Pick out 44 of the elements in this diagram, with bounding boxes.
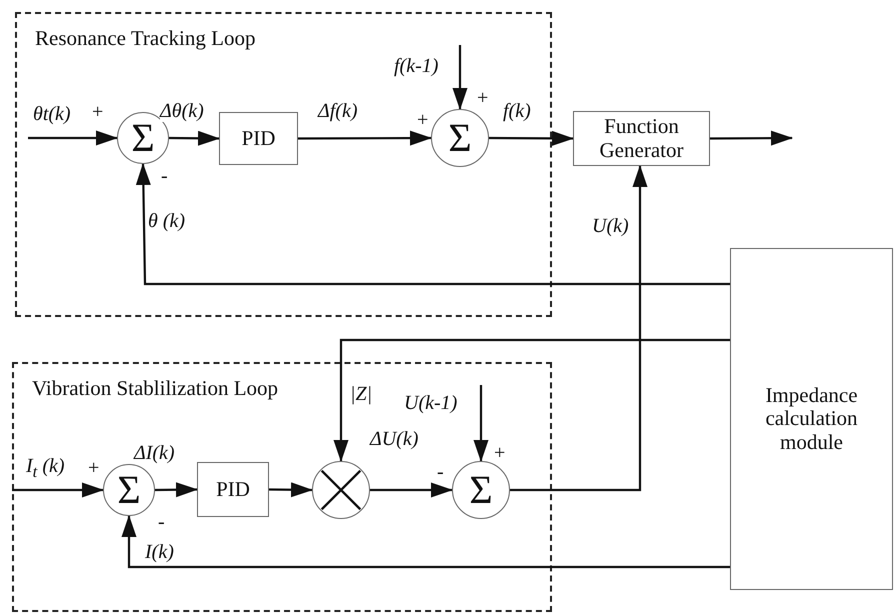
summing-junction: Σ — [431, 109, 489, 167]
signal-arrow — [268, 482, 313, 498]
process-block: Function Generator — [573, 111, 710, 166]
sign-label: - — [158, 512, 165, 532]
signal-label: f(k-1) — [394, 55, 438, 77]
signal-arrow — [452, 45, 468, 110]
summing-junction: Σ — [452, 461, 510, 519]
signal-arrow — [489, 130, 574, 146]
signal-label: |Z| — [350, 383, 372, 405]
sign-label: + — [417, 110, 428, 130]
signal-label: U(k) — [592, 215, 629, 237]
signal-label: θt(k) — [33, 103, 71, 125]
sign-label: + — [88, 458, 100, 478]
signal-arrow — [334, 338, 730, 462]
process-block: Impedance calculation module — [730, 248, 893, 590]
sign-label: + — [494, 443, 506, 463]
sign-label: - — [437, 462, 444, 482]
signal-label: θ (k) — [148, 210, 186, 232]
sign-label: + — [477, 88, 488, 108]
signal-arrow — [474, 385, 488, 462]
signal-label: Δθ(k) — [160, 100, 204, 122]
signal-arrow — [168, 130, 220, 146]
signal-arrow — [298, 130, 432, 146]
summing-junction: Σ — [103, 464, 155, 516]
loop-title: Vibration Stablilization Loop — [32, 376, 278, 401]
process-block: PID — [219, 112, 298, 165]
signal-arrow — [28, 130, 118, 146]
loop-title: Resonance Tracking Loop — [35, 26, 256, 51]
signal-arrow — [136, 163, 730, 286]
sign-label: - — [161, 166, 168, 186]
signal-arrow — [12, 482, 104, 498]
signal-arrow — [154, 482, 198, 498]
signal-arrow — [370, 482, 453, 498]
process-block: PID — [197, 462, 269, 517]
signal-label: Δf(k) — [318, 100, 358, 122]
signal-label: U(k-1) — [404, 392, 458, 414]
signal-label: ΔI(k) — [134, 442, 175, 464]
signal-label: I(k) — [145, 541, 174, 563]
signal-arrow — [510, 165, 648, 492]
signal-label: ΔU(k) — [370, 428, 418, 450]
sign-label: + — [92, 102, 104, 122]
signal-arrow — [122, 515, 730, 568]
signal-arrow — [710, 130, 793, 146]
signal-label: f(k) — [503, 100, 531, 122]
